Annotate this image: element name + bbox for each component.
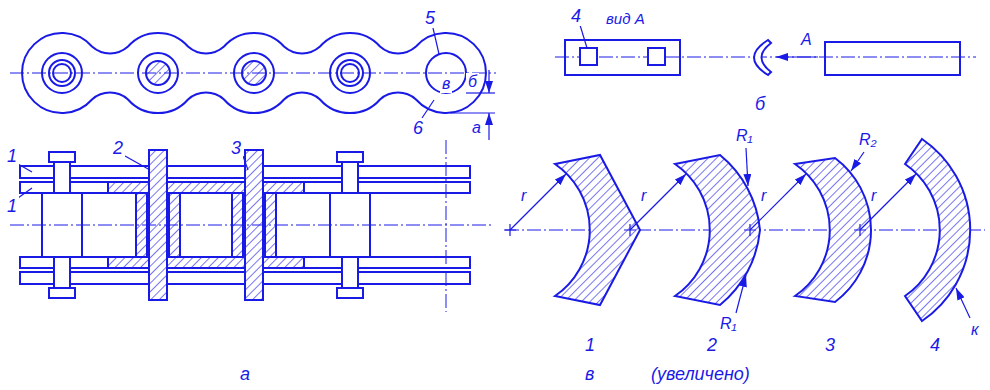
radius-label: r <box>519 187 528 205</box>
pin-head <box>49 152 75 162</box>
center-line <box>10 73 496 74</box>
radius-label: к <box>969 321 981 339</box>
square-hole <box>580 48 597 65</box>
callout-number: 5 <box>423 8 437 28</box>
extension-line <box>450 112 495 113</box>
drawing-stroke <box>580 25 818 57</box>
profile-number: 2 <box>705 335 719 355</box>
pin-head <box>337 152 363 162</box>
leader-line <box>746 148 748 186</box>
center-line <box>10 225 494 226</box>
drawing-stroke <box>555 139 970 321</box>
callout-number: 1 <box>5 146 19 166</box>
pin-head <box>337 288 363 298</box>
profile-number: 1 <box>583 335 597 355</box>
profile-section <box>905 139 970 321</box>
view-letter: А <box>799 31 814 49</box>
center-line <box>555 57 976 58</box>
radius-label: R₂ <box>857 131 879 149</box>
profile-section <box>555 155 640 305</box>
pin-head <box>49 288 75 298</box>
dimension-line <box>488 113 489 140</box>
figure-caption: а <box>238 364 252 384</box>
radius-line <box>750 174 806 230</box>
drawing-stroke <box>504 148 970 318</box>
radius-line <box>860 174 916 230</box>
drawing-stroke <box>422 28 495 140</box>
center-line <box>446 140 447 312</box>
plate-view <box>565 40 680 75</box>
dimension-line <box>488 70 489 93</box>
leader-line <box>736 275 746 313</box>
inner-plate-section <box>108 257 304 268</box>
inner-plate-section <box>108 182 304 193</box>
callout-number: 6 <box>411 118 425 138</box>
figure-caption: б <box>753 94 767 114</box>
profile-number: 3 <box>823 335 837 355</box>
dimension-letter: в <box>440 75 452 93</box>
extension-line <box>466 92 495 93</box>
callout-number: 3 <box>229 138 243 158</box>
drawing-stroke <box>565 40 960 75</box>
view-arrow <box>776 56 818 57</box>
figure-caption: в <box>583 364 596 384</box>
view-label: вид А <box>604 10 647 27</box>
dimension-letter: а <box>470 119 483 137</box>
leader-line <box>243 156 248 170</box>
profile-section <box>795 158 871 302</box>
callout-number: 2 <box>111 138 125 158</box>
drawing-stroke <box>18 156 248 198</box>
radius-label: R₁ <box>718 315 739 333</box>
leader-line <box>433 28 439 54</box>
radius-label: r <box>869 187 878 205</box>
leader-line <box>580 25 587 48</box>
leader-line <box>125 156 150 170</box>
scale-note: (увеличено) <box>649 364 752 384</box>
radius-line <box>510 174 566 230</box>
dimension-letter: б <box>466 73 479 91</box>
radius-label: R₁ <box>734 127 755 145</box>
radius-label: r <box>759 187 768 205</box>
radius-line <box>630 174 686 230</box>
leader-line <box>956 288 970 318</box>
callout-number: 4 <box>569 6 583 26</box>
profile-number: 4 <box>928 335 942 355</box>
leader-line <box>851 152 864 171</box>
leader-line <box>422 100 434 118</box>
square-hole <box>648 48 665 65</box>
leader-line <box>18 188 32 198</box>
curved-profile <box>754 40 771 75</box>
leader-line <box>18 164 32 172</box>
callout-number: 1 <box>5 196 19 216</box>
bar-view <box>825 42 960 75</box>
radius-label: r <box>639 187 648 205</box>
